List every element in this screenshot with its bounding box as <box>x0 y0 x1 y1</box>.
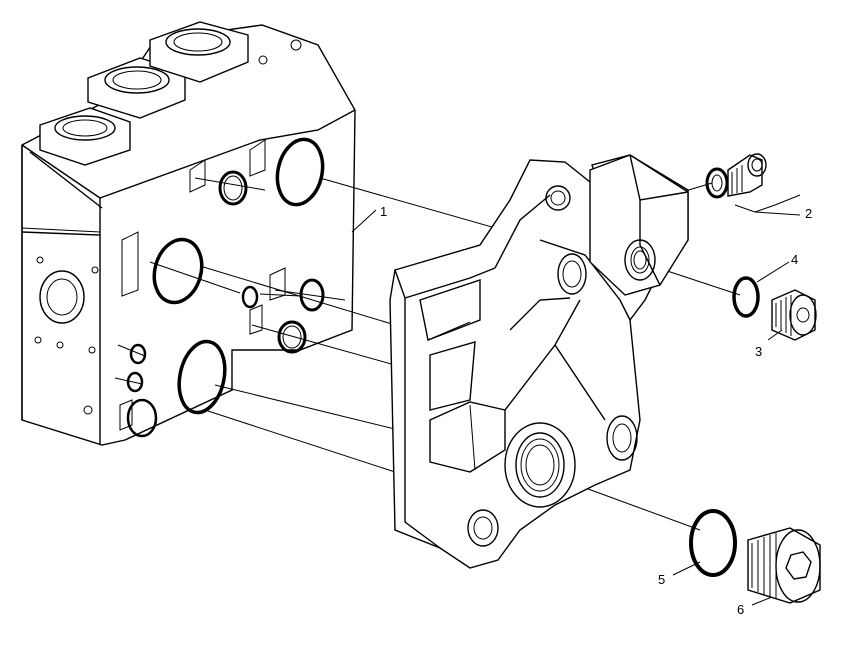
part-6-plug <box>747 527 821 604</box>
o-ring-large-low <box>177 339 227 415</box>
cover-main-threaded-port <box>504 422 576 508</box>
callout-4: 4 <box>791 252 798 267</box>
o-ring-medium-mid <box>299 278 325 312</box>
o-ring-medium-low <box>126 398 158 438</box>
part-3-plug <box>771 289 817 341</box>
callout-1: 1 <box>380 204 387 219</box>
o-ring-tiny-mid <box>241 285 259 309</box>
o-ring-tiny-low-2 <box>126 371 144 393</box>
valve-block-side-port <box>39 270 85 324</box>
o-ring-small-top <box>218 170 248 206</box>
valve-block <box>21 21 356 446</box>
cover-bracket <box>389 154 689 569</box>
part-5-seal-ring <box>689 509 737 577</box>
callout-3: 3 <box>755 344 762 359</box>
callout-2: 2 <box>805 206 812 221</box>
valve-block-top-port-3 <box>149 21 302 83</box>
o-ring-large-mid <box>152 237 204 305</box>
part-4-seal-ring <box>732 276 760 318</box>
valve-block-top-port-1 <box>39 107 131 166</box>
leader-lines <box>351 194 801 606</box>
callout-5: 5 <box>658 572 665 587</box>
callout-labels: 1 2 3 4 5 6 <box>380 204 812 617</box>
valve-block-top-port-2 <box>87 57 186 119</box>
part-2-plug-and-washer <box>705 153 767 199</box>
cover-side-port-housing <box>589 154 689 296</box>
part-2-washer <box>705 167 729 199</box>
callout-6: 6 <box>737 602 744 617</box>
o-ring-small-mid <box>277 320 307 354</box>
o-ring-tiny-low-1 <box>129 343 147 365</box>
seal-rings-valve-face <box>126 137 325 438</box>
o-ring-large-top <box>275 137 325 207</box>
